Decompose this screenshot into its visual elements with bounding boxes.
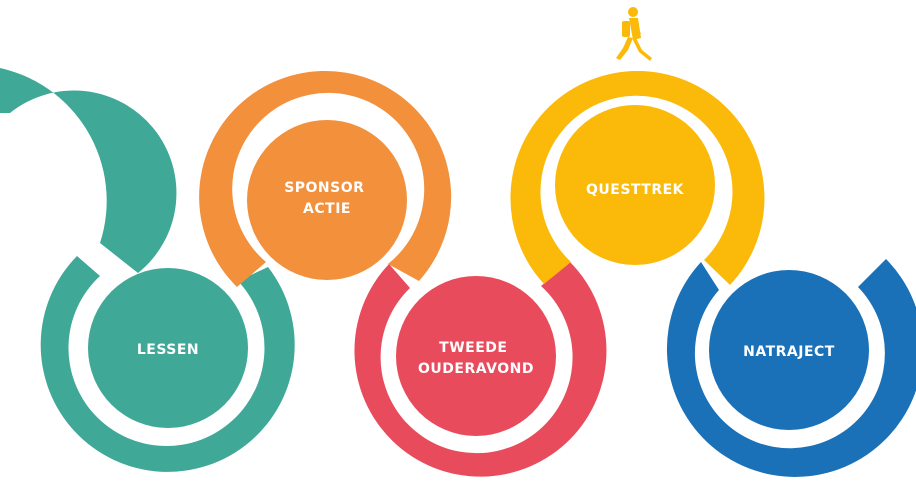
label-lessen: LESSEN	[137, 342, 199, 358]
label-tweede-ouderavond: TWEEDE OUDERAVOND	[418, 340, 534, 377]
questtrek-circle	[555, 105, 715, 265]
sponsoractie-circle	[247, 120, 407, 280]
natraject-circle	[709, 270, 869, 430]
tweede-ouderavond-circle	[396, 276, 556, 436]
walking-person-icon	[616, 7, 652, 61]
label-questtrek: QUESTTREK	[586, 182, 685, 198]
blue-ring	[666, 259, 916, 477]
red-ring	[354, 262, 607, 477]
orange-ring	[199, 70, 452, 288]
label-sponsoractie: SPONSOR ACTIE	[284, 180, 370, 217]
teal-tail	[0, 68, 177, 273]
teal-ring	[40, 256, 295, 472]
yellow-ring	[510, 71, 765, 285]
label-natraject: NATRAJECT	[743, 344, 835, 360]
lessen-circle	[88, 268, 248, 428]
